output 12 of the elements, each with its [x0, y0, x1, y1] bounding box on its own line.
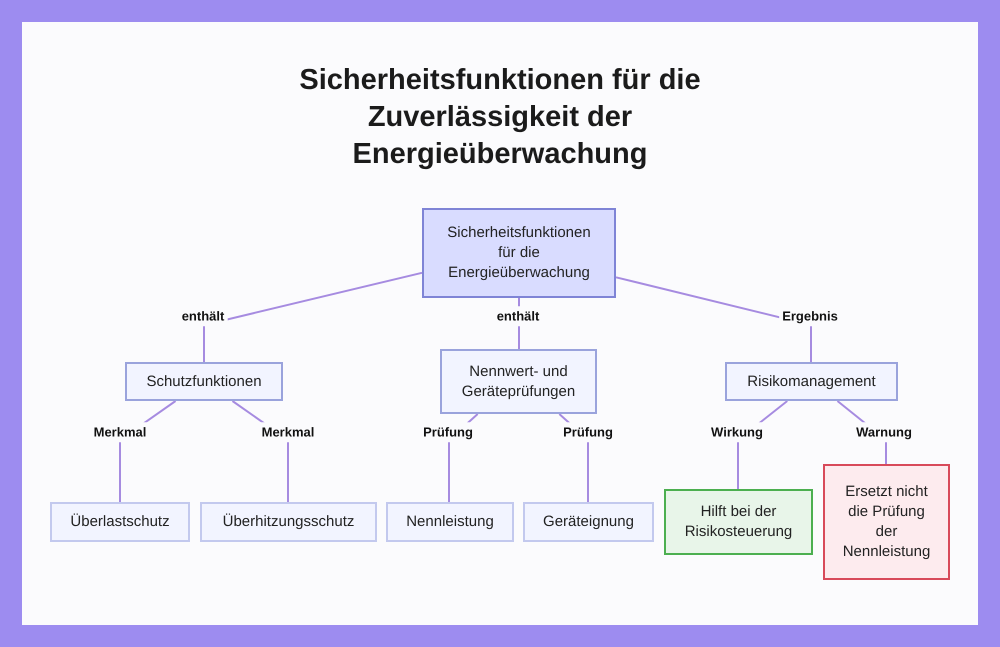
feature-box: Geräteignung — [523, 502, 654, 542]
feature-box: Überlastschutz — [50, 502, 190, 542]
diagram-title: Sicherheitsfunktionen für die Zuverlässigkeit der Energieüberwachung — [298, 63, 702, 172]
category-box: Schutzfunktionen — [125, 362, 283, 401]
category-box: Risikomanagement — [725, 362, 898, 401]
feature-box: Nennleistung — [386, 502, 514, 542]
connector-line — [203, 272, 422, 362]
feature-box: Überhitzungsschutz — [200, 502, 377, 542]
warning-box: Ersetzt nicht die Prüfung der Nennleistung — [823, 464, 950, 580]
root-node-box: Sicherheitsfunktionen für die Energieüberwachung — [422, 208, 616, 298]
category-box: Nennwert- und Geräteprüfungen — [440, 349, 597, 414]
effect-box: Hilft bei der Risikosteuerung — [664, 489, 813, 555]
